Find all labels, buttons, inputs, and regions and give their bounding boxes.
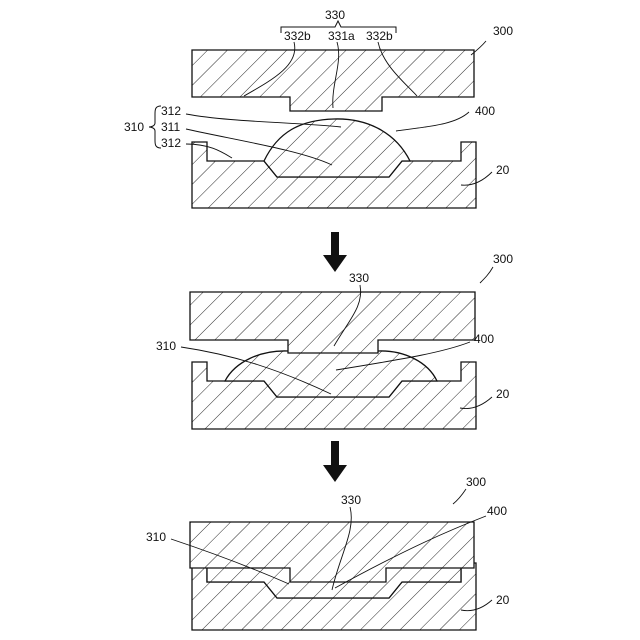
label-300: 300	[493, 24, 513, 38]
leader-400	[396, 112, 469, 131]
down-arrow-2	[323, 441, 347, 482]
stage-1: 330 332b 331a 332b 300 400 310 312 311 3…	[124, 8, 513, 208]
label-300: 300	[493, 252, 513, 266]
label-331a: 331a	[328, 29, 355, 43]
label-20: 20	[496, 387, 510, 401]
label-400: 400	[475, 104, 495, 118]
label-330: 330	[341, 493, 361, 507]
label-400: 400	[474, 332, 494, 346]
label-300: 300	[466, 475, 486, 489]
brace-310	[149, 106, 161, 148]
leader-300	[471, 41, 486, 55]
label-312-top: 312	[161, 104, 181, 118]
label-330: 330	[325, 8, 345, 22]
label-20: 20	[496, 593, 510, 607]
leader-300	[453, 489, 466, 504]
label-310: 310	[124, 120, 144, 134]
label-312-bottom: 312	[161, 136, 181, 150]
label-330: 330	[349, 271, 369, 285]
label-310: 310	[156, 339, 176, 353]
label-20: 20	[496, 163, 510, 177]
label-332b-left: 332b	[284, 29, 311, 43]
label-400: 400	[487, 504, 507, 518]
stage-2: 300 330 310 400 20	[156, 252, 513, 429]
label-311: 311	[161, 120, 180, 134]
leader-300	[480, 267, 493, 283]
down-arrow-1	[323, 232, 347, 272]
upper-mold-330	[190, 292, 475, 353]
lens-material-400	[264, 119, 410, 177]
stage-3: 300 330 310 400 20	[146, 475, 510, 630]
label-310: 310	[146, 530, 166, 544]
label-332b-right: 332b	[366, 29, 393, 43]
